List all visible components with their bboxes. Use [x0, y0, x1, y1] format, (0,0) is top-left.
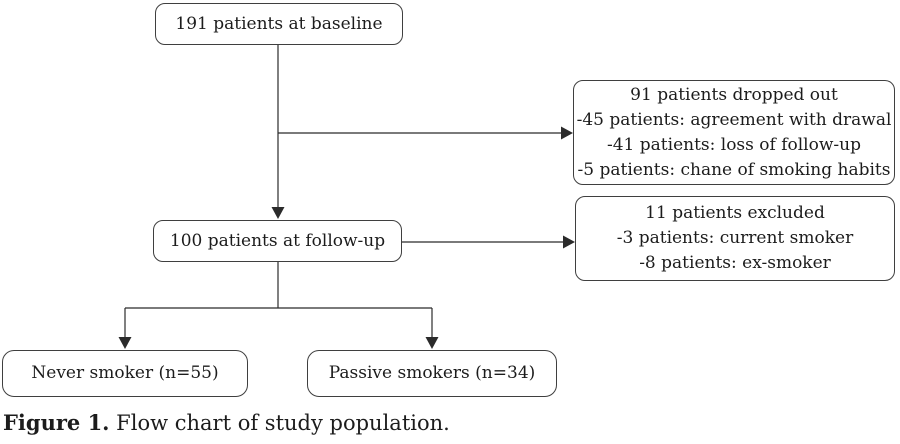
dropped-out-box: 91 patients dropped out -45 patients: ag…	[573, 80, 895, 185]
dropped-out-line: -5 patients: chane of smoking habits	[577, 159, 891, 180]
excluded-box: 11 patients excluded -3 patients: curren…	[575, 196, 895, 281]
never-smoker-box: Never smoker (n=55)	[2, 350, 248, 397]
dropped-out-line: -41 patients: loss of follow-up	[607, 134, 861, 155]
arrowhead-down-followup	[271, 207, 285, 219]
never-smoker-label: Never smoker (n=55)	[31, 363, 219, 383]
figure-caption: Figure 1. Flow chart of study population…	[3, 410, 450, 435]
followup-box: 100 patients at follow-up	[153, 220, 402, 262]
excluded-title: 11 patients excluded	[645, 203, 825, 223]
arrowhead-right-dropped	[561, 126, 573, 140]
dropped-out-title: 91 patients dropped out	[630, 84, 838, 105]
followup-box-label: 100 patients at follow-up	[169, 230, 386, 251]
dropped-out-line: -45 patients: agreement with drawal	[576, 109, 892, 130]
passive-smokers-label: Passive smokers (n=34)	[328, 363, 536, 383]
excluded-line: -8 patients: ex-smoker	[639, 253, 831, 273]
passive-smokers-box: Passive smokers (n=34)	[307, 350, 557, 397]
figure-caption-label: Figure 1.	[3, 410, 110, 435]
arrowhead-right-excluded	[563, 235, 575, 249]
arrowhead-down-never	[118, 337, 132, 349]
excluded-line: -3 patients: current smoker	[616, 228, 854, 248]
baseline-box-label: 191 patients at baseline	[175, 13, 383, 34]
arrowhead-down-passive	[425, 337, 439, 349]
baseline-box: 191 patients at baseline	[155, 3, 403, 45]
figure-caption-text: Flow chart of study population.	[109, 411, 450, 435]
